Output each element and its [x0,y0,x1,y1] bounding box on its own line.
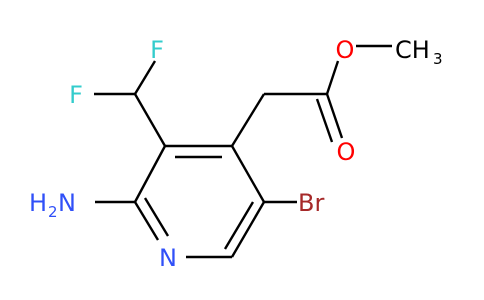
bond-carbonyl-oether [325,60,340,95]
bond-carbonyl-o [325,93,344,139]
methyl-group: CH [395,36,430,64]
bond-n1-c2-double [143,197,170,237]
fluorine-atom-2: F [69,81,83,109]
bond-c4-c5 [230,145,266,203]
bromine-atom: Br [298,189,324,217]
amine-hydrogen: H [29,189,47,217]
amine-hydrogen-subscript: 2 [48,203,58,221]
bond-c3-chf2 [133,93,167,147]
bond-carbonyl-o-double [315,98,334,143]
bond-c2-c3 [133,145,167,203]
ring-nitrogen: N [159,244,177,272]
fluorine-atom-1: F [150,36,164,64]
bond-c5-c6 [230,201,266,258]
bond-c5-c6-double [223,201,255,250]
methyl-subscript: 3 [433,50,443,68]
oxygen-carbonyl-atom: O [337,138,356,166]
bond-c4-ch2 [230,93,266,147]
atom-labels: F F O O CH 3 H 2 N N Br [29,36,443,272]
bonds [94,44,392,259]
bond-n1-c2 [133,201,160,241]
bond-chf2-f1 [133,60,157,95]
oxygen-ether-atom: O [336,36,355,64]
amine-nitrogen: N [58,189,76,217]
